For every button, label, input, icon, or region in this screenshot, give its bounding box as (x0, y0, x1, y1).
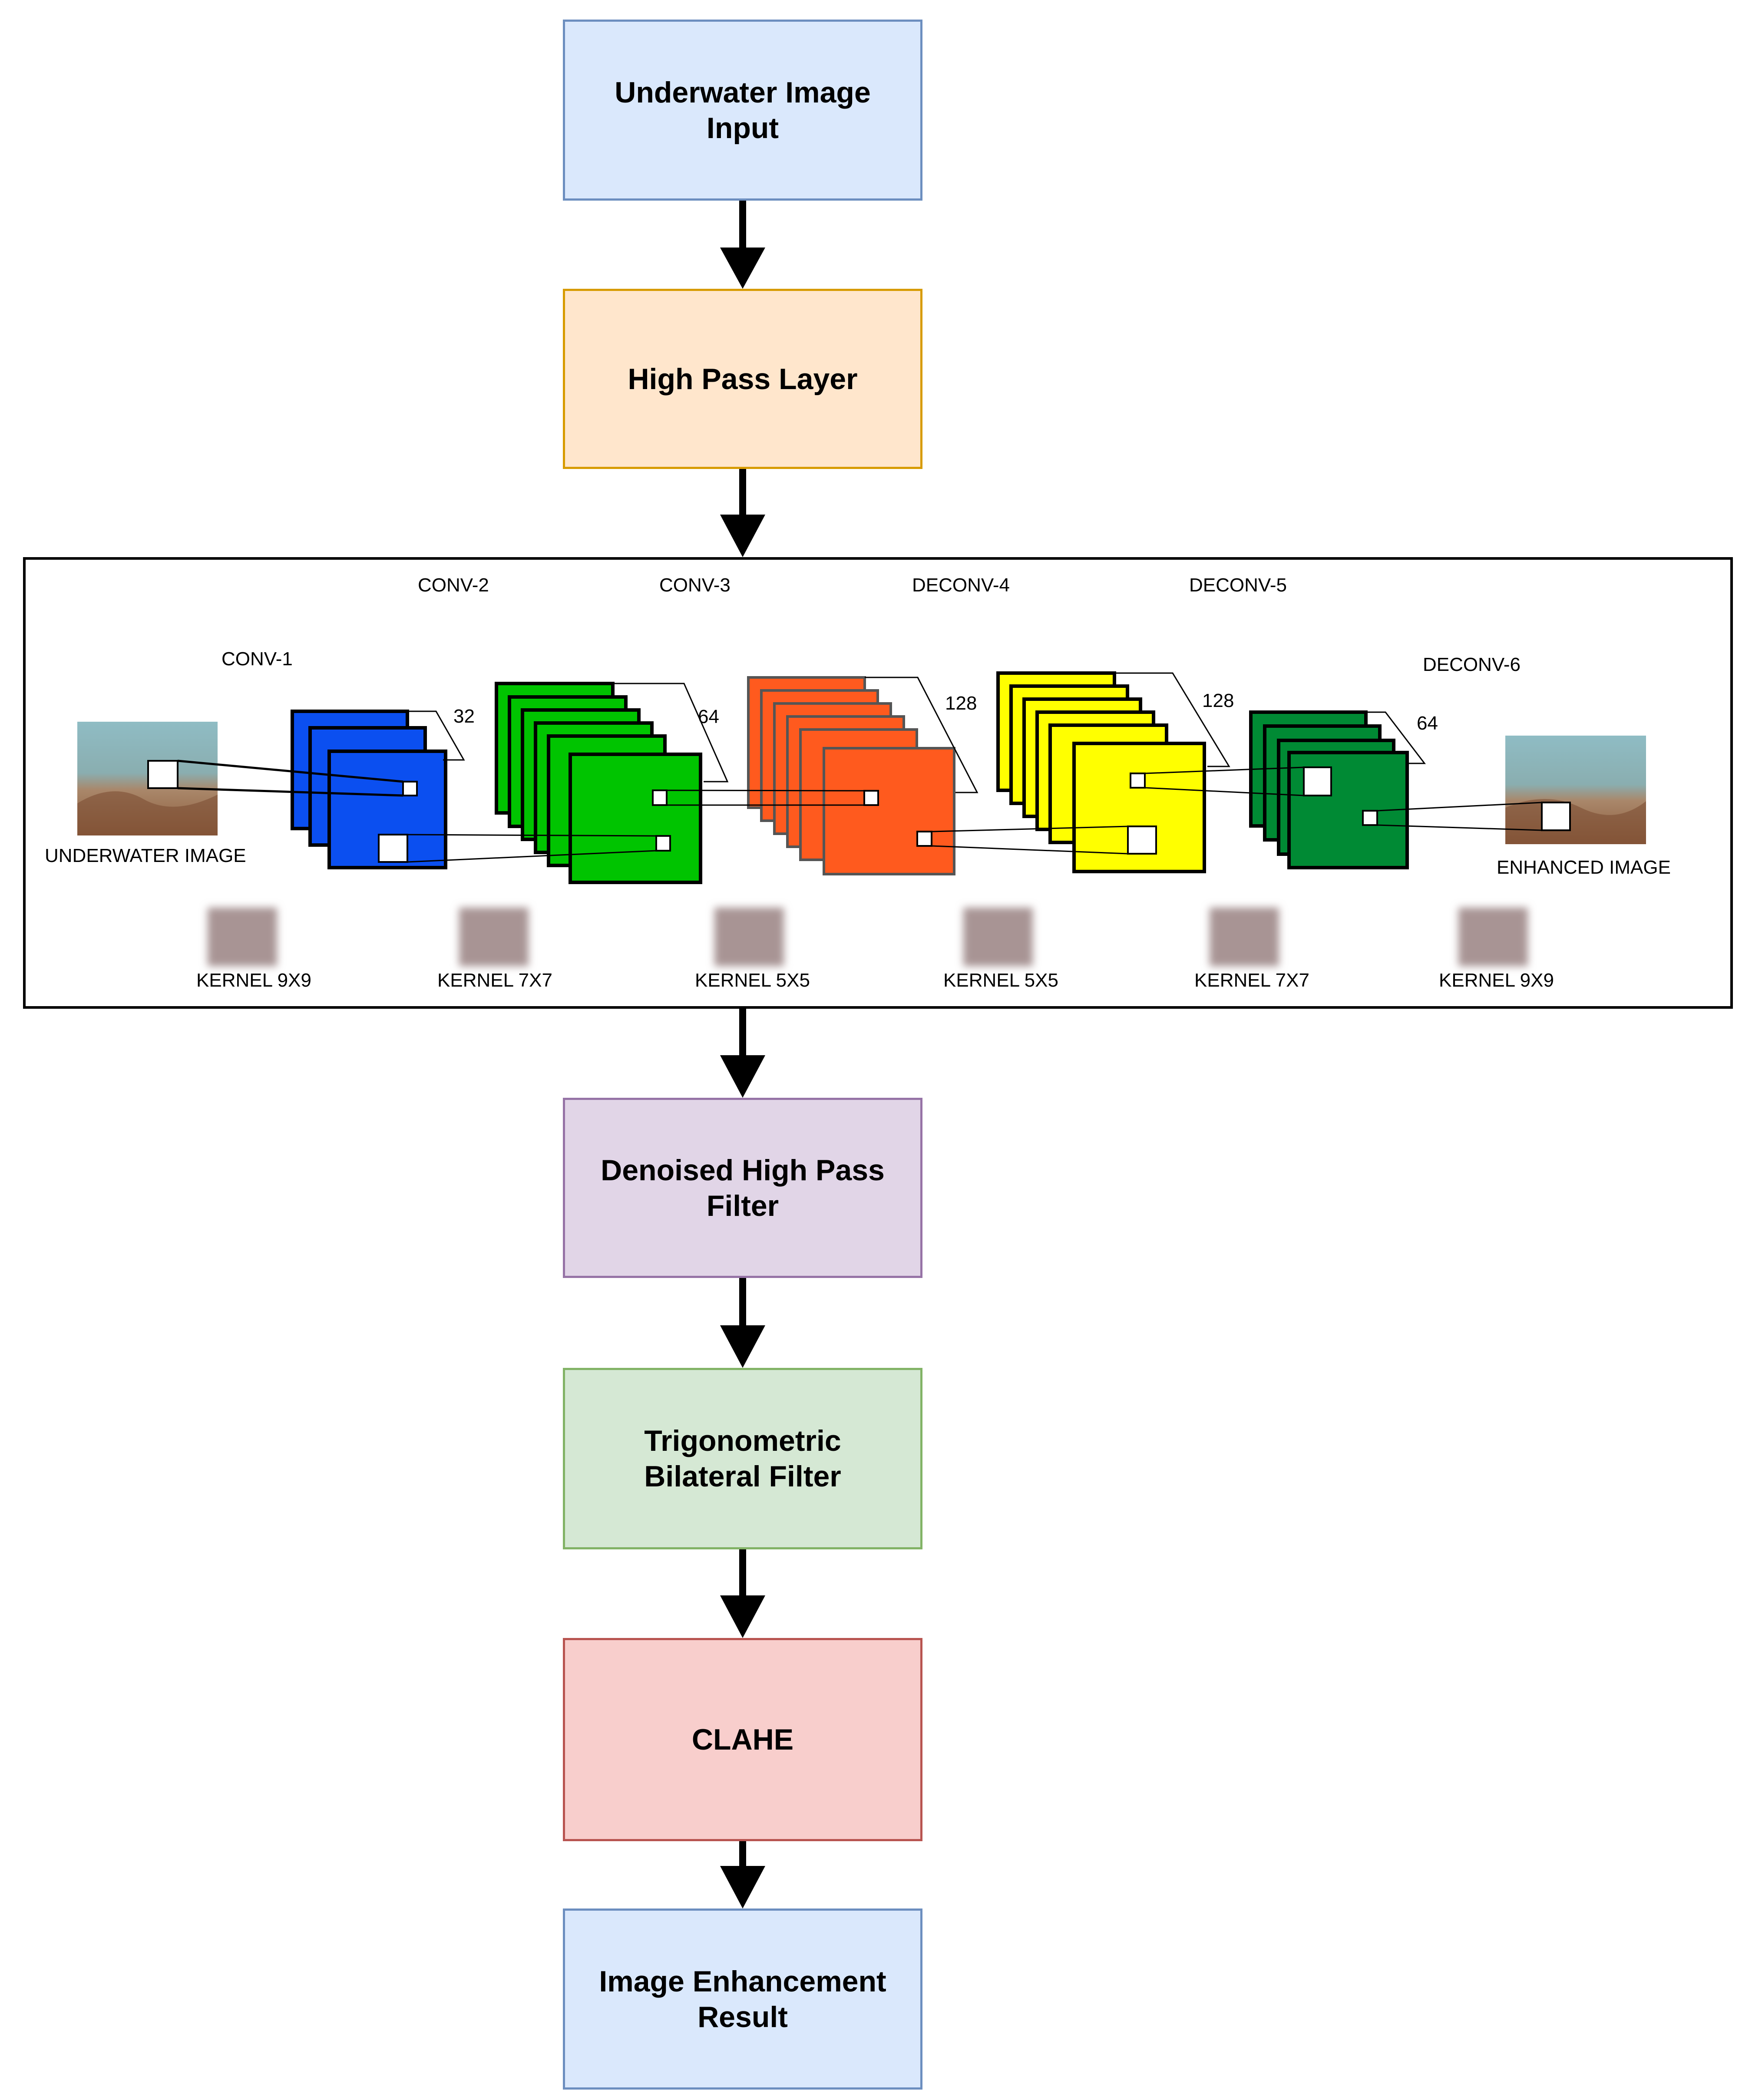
depth-bracket-conv-3 (865, 677, 978, 793)
label-conv-2: CONV-2 (418, 575, 489, 596)
arrow-trig-to-clahe (720, 1549, 765, 1638)
depth-bracket-deconv-4 (1114, 672, 1230, 767)
cnn-diagram: CONV-1 CONV-2 CONV-3 DECONV-4 DECONV-5 D… (45, 575, 1671, 991)
label-deconv-4: DECONV-4 (912, 575, 1010, 596)
kernel-5x5-thumb (714, 908, 784, 966)
kernel-label: KERNEL 5X5 (943, 970, 1058, 991)
arrow-denoise-to-trig (720, 1278, 765, 1368)
arrow-clahe-to-result (720, 1841, 765, 1908)
deconv-4-stack (996, 671, 1206, 873)
step-underwater-image-input: Underwater Image Input (563, 20, 922, 201)
label-deconv-6: DECONV-6 (1423, 654, 1521, 675)
depth-label-deconv-4: 128 (1202, 690, 1234, 711)
step-clahe: CLAHE (563, 1638, 922, 1841)
step-label: CLAHE (691, 1723, 794, 1756)
kernel-7x7-thumb (459, 908, 529, 966)
depth-bracket-conv-2 (613, 683, 729, 783)
deconv-5-stack (1249, 710, 1409, 869)
step-trigonometric-bilateral-filter: Trigonometric Bilateral Filter (563, 1368, 922, 1549)
kernel-thumbnails (208, 908, 1528, 966)
flow-arrows (720, 201, 765, 1908)
step-label: Underwater Image Input (615, 76, 871, 145)
arrow-hpl-to-cnn (720, 469, 765, 557)
projection-lines (177, 759, 1542, 863)
conv-1-stack (291, 710, 447, 869)
kernel-label: KERNEL 9X9 (196, 970, 311, 991)
label-conv-1: CONV-1 (221, 648, 293, 670)
step-high-pass-layer: High Pass Layer (563, 289, 922, 469)
arrow-cnn-to-denoise (720, 1009, 765, 1098)
kernel-label: KERNEL 9X9 (1439, 970, 1554, 991)
kernel-5x5-thumb (963, 908, 1033, 966)
step-image-enhancement-result: Image Enhancement Result (563, 1908, 922, 2090)
arrow-input-to-hpl (720, 201, 765, 289)
step-label: Denoised High Pass Filter (601, 1153, 885, 1222)
kernel-9x9-thumb (1458, 908, 1528, 966)
underwater-image-label: UNDERWATER IMAGE (45, 845, 246, 866)
depth-bracket-conv-1 (407, 710, 465, 761)
underwater-image-thumbnail (77, 722, 218, 835)
depth-label-conv-1: 32 (453, 706, 475, 727)
kernel-label: KERNEL 7X7 (437, 970, 552, 991)
kernel-label: KERNEL 7X7 (1194, 970, 1309, 991)
kernel-7x7-thumb (1210, 908, 1279, 966)
depth-label-conv-2: 64 (698, 706, 719, 727)
depth-label-deconv-5: 64 (1417, 713, 1438, 734)
step-label: Trigonometric Bilateral Filter (644, 1424, 841, 1493)
label-conv-3: CONV-3 (659, 575, 731, 596)
depth-bracket-deconv-5 (1366, 711, 1426, 764)
conv-2-stack (495, 682, 702, 884)
step-label: High Pass Layer (628, 362, 858, 396)
depth-label-conv-3: 128 (945, 693, 977, 714)
conv-3-stack (747, 676, 955, 875)
kernel-9x9-thumb (208, 908, 277, 966)
kernel-label: KERNEL 5X5 (695, 970, 810, 991)
step-denoised-high-pass-filter: Denoised High Pass Filter (563, 1098, 922, 1278)
enhanced-image-label: ENHANCED IMAGE (1497, 857, 1671, 878)
enhanced-image-thumbnail (1505, 736, 1646, 844)
step-label: Image Enhancement Result (599, 1965, 886, 2034)
cnn-architecture-panel (23, 557, 1733, 1009)
label-deconv-5: DECONV-5 (1189, 575, 1287, 596)
